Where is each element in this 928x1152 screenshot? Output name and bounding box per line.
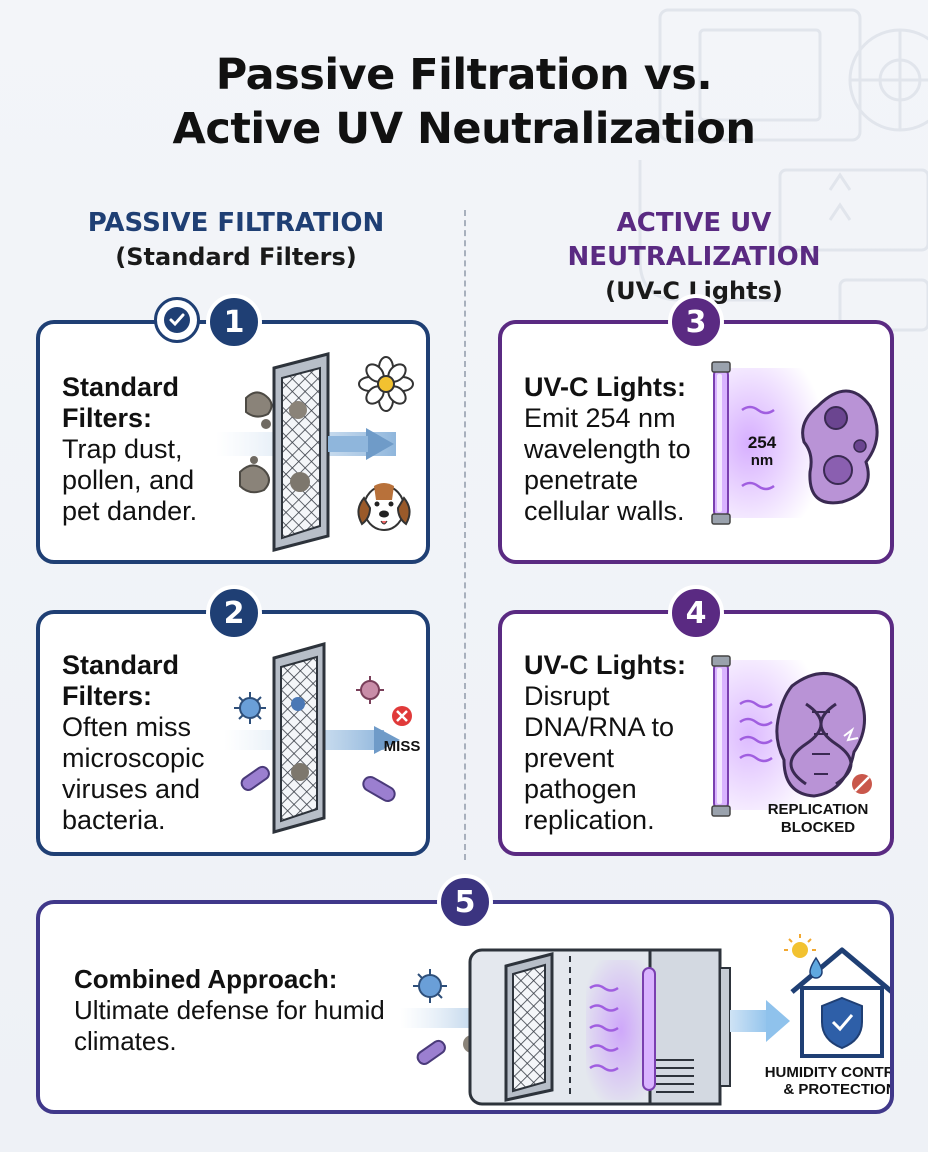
uv-dna-illustration: REPLICATION BLOCKED xyxy=(711,655,872,836)
card-5-body: Ultimate defense for humid climates. xyxy=(74,995,385,1056)
wavelength-value: 254 xyxy=(748,433,777,452)
card-3-text: UV-C Lights: Emit 254 nm wavelength to p… xyxy=(524,372,714,527)
filter-icon xyxy=(272,352,330,552)
filter-illustration xyxy=(216,352,414,552)
sun-icon xyxy=(784,934,816,958)
card-2-lead: Standard Filters: xyxy=(62,650,180,711)
title-line-1: Passive Filtration vs. xyxy=(215,50,713,100)
card-1-number-badge: 1 xyxy=(206,294,262,350)
combined-system-illustration: HUMIDITY CONTROL & PROTECTION xyxy=(400,934,890,1106)
card-4: UV-C Lights: Disrupt DNA/RNA to prevent … xyxy=(498,610,894,856)
virus-icon xyxy=(413,969,447,1003)
card-1-lead: Standard Filters: xyxy=(62,372,180,433)
humidity-label-2: & PROTECTION xyxy=(783,1081,890,1098)
dog-icon xyxy=(357,483,411,531)
card-1-text: Standard Filters: Trap dust, pollen, and… xyxy=(62,372,222,527)
card-3-body: Emit 254 nm wavelength to penetrate cell… xyxy=(524,403,691,526)
virus-icon xyxy=(356,676,384,704)
card-4-lead: UV-C Lights: xyxy=(524,650,686,680)
card-5-text: Combined Approach: Ultimate defense for … xyxy=(74,964,404,1057)
replication-label-1: REPLICATION xyxy=(768,801,869,818)
filter-miss-illustration: MISS xyxy=(224,642,421,834)
uv-lamp-icon xyxy=(711,361,731,525)
cell-icon xyxy=(801,389,879,505)
blocked-icon xyxy=(852,774,872,794)
passive-subheading: (Standard Filters) xyxy=(115,243,357,271)
column-divider xyxy=(464,210,466,860)
miss-label: MISS xyxy=(384,738,421,755)
wavelength-unit: nm xyxy=(751,452,774,469)
card-4-number-badge: 4 xyxy=(668,585,724,641)
card-3-lead: UV-C Lights: xyxy=(524,372,686,402)
active-column-header: ACTIVE UV NEUTRALIZATION (UV-C Lights) xyxy=(492,206,896,308)
card-3-number-badge: 3 xyxy=(668,294,724,350)
uv-lamp-icon xyxy=(711,655,731,817)
card-5: Combined Approach: Ultimate defense for … xyxy=(36,900,894,1114)
card-5-number-badge: 5 xyxy=(437,874,493,930)
passive-column-header: PASSIVE FILTRATION (Standard Filters) xyxy=(36,206,436,274)
filter-icon xyxy=(272,642,326,834)
droplet-icon xyxy=(809,956,823,979)
uv-cell-illustration: 254 nm xyxy=(711,361,879,525)
check-icon xyxy=(154,297,200,343)
dna-icon xyxy=(789,702,853,786)
title-line-2: Active UV Neutralization xyxy=(172,104,756,154)
page-title: Passive Filtration vs. Active UV Neutral… xyxy=(0,48,928,156)
card-5-lead: Combined Approach: xyxy=(74,964,338,994)
card-2-number-badge: 2 xyxy=(206,585,262,641)
virus-icon xyxy=(234,692,266,724)
hvac-unit-icon xyxy=(468,948,731,1106)
bacteria-icon xyxy=(362,776,396,802)
replication-label-2: BLOCKED xyxy=(781,819,855,836)
miss-x-icon xyxy=(392,706,412,726)
passive-heading: PASSIVE FILTRATION xyxy=(87,208,385,238)
flower-icon xyxy=(358,356,414,412)
card-1: Standard Filters: Trap dust, pollen, and… xyxy=(36,320,430,564)
card-3: UV-C Lights: Emit 254 nm wavelength to p… xyxy=(498,320,894,564)
bacteria-icon xyxy=(240,765,270,791)
bacteria-icon xyxy=(416,1039,446,1065)
card-4-text: UV-C Lights: Disrupt DNA/RNA to prevent … xyxy=(524,650,704,836)
card-4-body: Disrupt DNA/RNA to prevent pathogen repl… xyxy=(524,681,675,835)
house-shield-icon xyxy=(790,947,890,1058)
humidity-label-1: HUMIDITY CONTROL xyxy=(765,1064,890,1081)
card-2-body: Often miss microscopic viruses and bacte… xyxy=(62,712,205,835)
active-heading: ACTIVE UV NEUTRALIZATION xyxy=(567,208,821,272)
card-2-text: Standard Filters: Often miss microscopic… xyxy=(62,650,232,836)
card-2: Standard Filters: Often miss microscopic… xyxy=(36,610,430,856)
card-1-body: Trap dust, pollen, and pet dander. xyxy=(62,434,198,526)
